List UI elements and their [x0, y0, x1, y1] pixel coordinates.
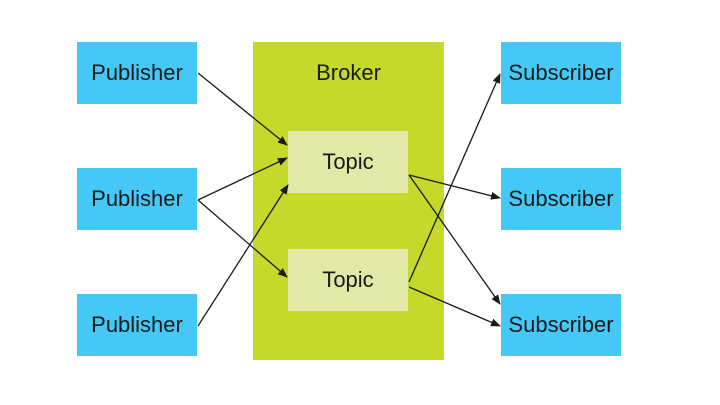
subscriber-box-1: Subscriber	[501, 42, 621, 104]
publisher-box-3: Publisher	[77, 294, 197, 356]
broker-label: Broker	[316, 60, 381, 85]
topic-box-2: Topic	[288, 249, 408, 311]
topic-box-1: Topic	[288, 131, 408, 193]
subscriber-box-3: Subscriber	[501, 294, 621, 356]
publisher-box-1: Publisher	[77, 42, 197, 104]
broker-container	[253, 42, 444, 360]
subscriber-box-2: Subscriber	[501, 168, 621, 230]
publisher-box-2: Publisher	[77, 168, 197, 230]
